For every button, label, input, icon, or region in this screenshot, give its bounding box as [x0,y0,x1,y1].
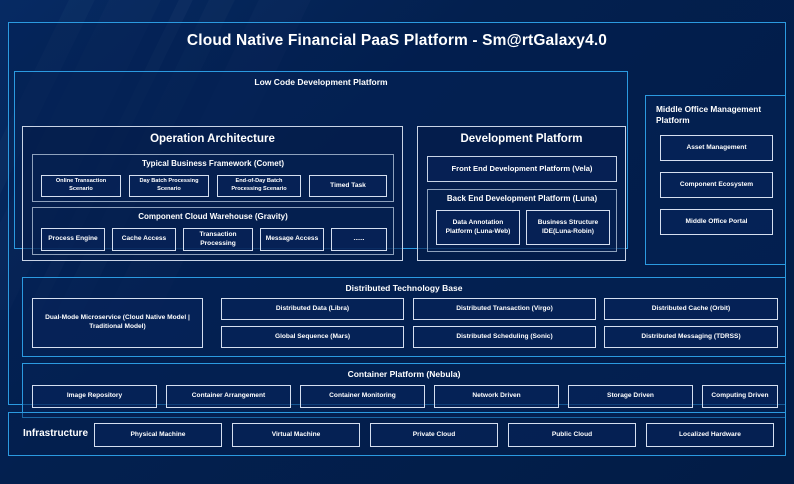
chip-end-of-day-batch-processing-scenario[interactable]: End-of-Day Batch Processing Scenario [217,175,301,197]
panel-back-end-development-platform: Back End Development Platform (Luna) Dat… [427,189,617,252]
chip-cache-access[interactable]: Cache Access [112,228,176,251]
chip-localized-hardware[interactable]: Localized Hardware [646,423,774,447]
chip-image-repository[interactable]: Image Repository [32,385,157,408]
middle-office-title: Middle Office Management Platform [656,104,762,126]
low-code-title: Low Code Development Platform [254,77,388,87]
panel-middle-office-management: Middle Office Management Platform Asset … [645,95,786,265]
comet-title: Typical Business Framework (Comet) [141,159,285,168]
chip-middle-office-portal[interactable]: Middle Office Portal [660,209,773,235]
chip-dual-mode-microservice[interactable]: Dual-Mode Microservice (Cloud Native Mod… [32,298,203,348]
chip-process-engine[interactable]: Process Engine [41,228,105,251]
panel-development-platform: Development Platform Front End Developme… [417,126,626,261]
chip-private-cloud[interactable]: Private Cloud [370,423,498,447]
distributed-technology-base-title: Distributed Technology Base [345,283,463,293]
panel-operation-architecture: Operation Architecture Typical Business … [22,126,403,261]
chip-global-sequence[interactable]: Global Sequence (Mars) [221,326,404,348]
chip-asset-management[interactable]: Asset Management [660,135,773,161]
chip-computing-driven[interactable]: Computing Driven [702,385,778,408]
chip-distributed-messaging[interactable]: Distributed Messaging (TDRSS) [604,326,778,348]
chip-front-end-development-platform[interactable]: Front End Development Platform (Vela) [427,156,617,182]
chip-storage-driven[interactable]: Storage Driven [568,385,693,408]
panel-infrastructure: Infrastructure Physical Machine Virtual … [8,412,786,456]
chip-container-monitoring[interactable]: Container Monitoring [300,385,425,408]
chip-more-ellipsis[interactable]: ...... [331,228,387,251]
container-platform-title: Container Platform (Nebula) [347,369,461,379]
chip-day-batch-processing-scenario[interactable]: Day Batch Processing Scenario [129,175,209,197]
chip-container-arrangement[interactable]: Container Arrangement [166,385,291,408]
chip-component-ecosystem[interactable]: Component Ecosystem [660,172,773,198]
chip-timed-task[interactable]: Timed Task [309,175,387,197]
chip-distributed-scheduling[interactable]: Distributed Scheduling (Sonic) [413,326,596,348]
chip-data-annotation-platform[interactable]: Data Annotation Platform (Luna-Web) [436,210,520,245]
gravity-title: Component Cloud Warehouse (Gravity) [138,212,288,221]
chip-business-structure-ide[interactable]: Business Structure IDE(Luna-Robin) [526,210,610,245]
chip-public-cloud[interactable]: Public Cloud [508,423,636,447]
platform-frame: Cloud Native Financial PaaS Platform - S… [8,22,786,418]
operation-architecture-title: Operation Architecture [150,133,275,145]
chip-physical-machine[interactable]: Physical Machine [94,423,222,447]
luna-title: Back End Development Platform (Luna) [446,194,598,203]
chip-message-access[interactable]: Message Access [260,228,324,251]
chip-distributed-cache[interactable]: Distributed Cache (Orbit) [604,298,778,320]
panel-distributed-technology-base: Distributed Technology Base Dual-Mode Mi… [22,277,786,357]
chip-network-driven[interactable]: Network Driven [434,385,559,408]
development-platform-title: Development Platform [460,133,583,145]
chip-online-transaction-scenario[interactable]: Online Transaction Scenario [41,175,121,197]
chip-distributed-transaction[interactable]: Distributed Transaction (Virgo) [413,298,596,320]
panel-typical-business-framework: Typical Business Framework (Comet) Onlin… [32,154,394,202]
panel-container-platform: Container Platform (Nebula) Image Reposi… [22,363,786,418]
page-title: Cloud Native Financial PaaS Platform - S… [186,32,608,49]
infrastructure-label: Infrastructure [23,428,89,439]
chip-distributed-data[interactable]: Distributed Data (Libra) [221,298,404,320]
chip-transaction-processing[interactable]: Transaction Processing [183,228,253,251]
chip-virtual-machine[interactable]: Virtual Machine [232,423,360,447]
panel-component-cloud-warehouse: Component Cloud Warehouse (Gravity) Proc… [32,207,394,255]
